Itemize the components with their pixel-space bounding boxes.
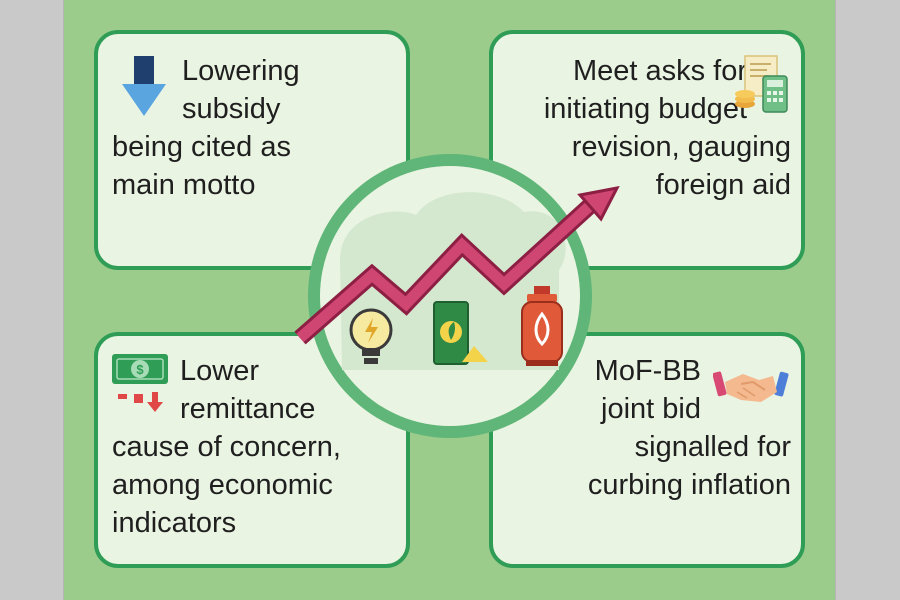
card-text: being cited as main motto [112, 128, 291, 204]
text-line: being cited as [112, 131, 291, 163]
lightbulb-icon [349, 308, 393, 364]
card-budget-revision: Meet asks for initiating budget revision… [489, 30, 805, 270]
fertilizer-bag-icon [433, 301, 488, 365]
card-text: revision, gauging foreign aid [572, 128, 791, 204]
text-line: revision, gauging [571, 131, 791, 163]
text-line: subsidy [182, 93, 281, 125]
text-line: main motto [112, 169, 256, 201]
banknote-decline-icon: $ [112, 354, 168, 412]
text-line: remittance [180, 393, 316, 425]
text-line: among economic [112, 469, 333, 501]
card-lower-remittance: $ Lower remittance cause of concern, amo… [94, 332, 410, 568]
text-line: initiating budget [543, 93, 747, 125]
card-text: signalled for curbing inflation [588, 428, 791, 504]
trend-arrow [296, 197, 598, 343]
text-line: Meet asks for [572, 55, 747, 87]
text-line: indicators [112, 507, 237, 539]
text-line: MoF-BB [594, 355, 701, 387]
text-line: foreign aid [655, 169, 791, 201]
trend-arrow-head [577, 185, 620, 222]
card-text: cause of concern, among economic indicat… [112, 428, 341, 542]
handshake-icon [713, 371, 789, 402]
text-line: Lower [180, 355, 259, 387]
svg-text:$: $ [136, 362, 144, 377]
infographic-panel: Lowering subsidy being cited as main mot… [63, 0, 836, 600]
card-lowering-subsidy: Lowering subsidy being cited as main mot… [94, 30, 410, 270]
center-illustration [294, 154, 620, 438]
card-text: Lowering subsidy [182, 52, 300, 128]
text-line: Lowering [182, 55, 300, 87]
text-line: curbing inflation [587, 469, 791, 501]
cloud-shape [340, 192, 566, 370]
card-text: Lower remittance [180, 352, 315, 428]
gas-cylinder-icon [521, 286, 563, 366]
text-line: joint bid [601, 393, 701, 425]
card-text: Meet asks for initiating budget [544, 52, 747, 128]
text-line: cause of concern, [112, 431, 341, 463]
budget-calculator-icon [735, 55, 788, 113]
down-arrow-icon [122, 56, 166, 116]
text-line: signalled for [634, 431, 791, 463]
card-text: MoF-BB joint bid [595, 352, 701, 428]
